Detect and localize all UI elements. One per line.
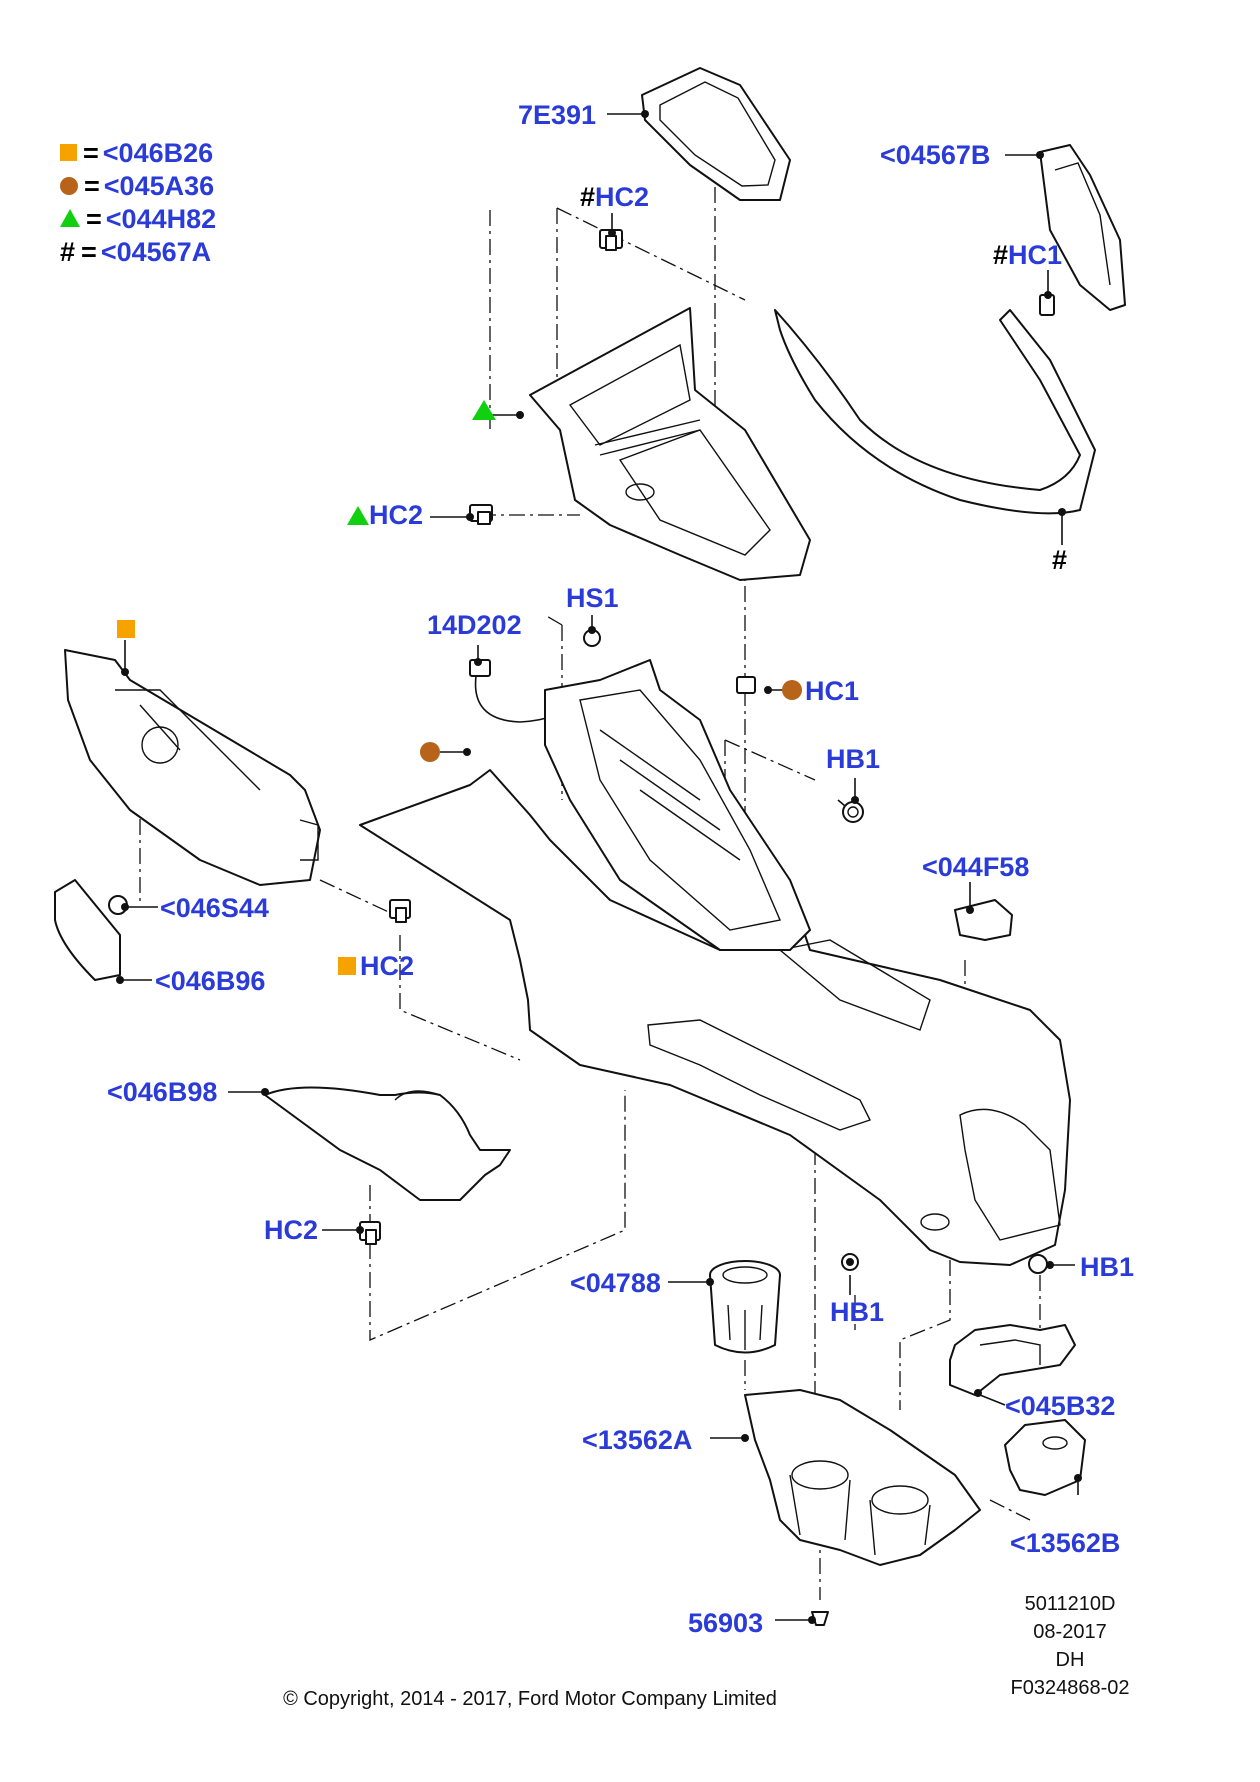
label-04567B: <04567B xyxy=(880,140,991,170)
part-045B32-bracket xyxy=(949,1324,1076,1396)
label-hc1-right: #HC1 xyxy=(993,240,1063,270)
label-hc2-top: #HC2 xyxy=(580,182,650,212)
label-56903: 56903 xyxy=(688,1608,764,1638)
label-hb1-upper: HB1 xyxy=(826,744,881,774)
label-046B98: <046B98 xyxy=(107,1077,218,1107)
legend-row-hash: #=<04567A xyxy=(60,237,212,267)
figure-id: F0324868-02 xyxy=(1010,1677,1130,1699)
label-13562B: <13562B xyxy=(1010,1528,1121,1558)
label-hs1: HS1 xyxy=(566,583,619,613)
legend-code: <044H82 xyxy=(105,204,217,234)
label-13562A: <13562A xyxy=(582,1425,693,1455)
part-044F58-cover xyxy=(954,899,1013,941)
hash-symbol: # xyxy=(60,237,76,267)
clip-hc2-triangle xyxy=(469,504,493,525)
part-13562B-cover xyxy=(1004,1419,1086,1496)
part-main-console xyxy=(359,769,1071,1266)
document-number: 5011210D xyxy=(1024,1593,1116,1615)
brown-circle-icon xyxy=(60,177,78,195)
label-04788: <04788 xyxy=(570,1268,661,1298)
brown-circle-icon xyxy=(782,680,802,700)
part-046B98-panel xyxy=(264,1086,511,1201)
label-hb1-mid: HB1 xyxy=(830,1297,885,1327)
legend-row-square: =<046B26 xyxy=(60,138,213,168)
label-046S44: <046S44 xyxy=(160,893,269,923)
label-hc2-lower: HC2 xyxy=(264,1215,319,1245)
part-13562A-cup-tray xyxy=(744,1389,981,1566)
brown-circle-icon xyxy=(420,742,440,762)
orange-square-icon xyxy=(60,144,77,161)
label-7E391: 7E391 xyxy=(518,100,597,130)
label-hc2-triangle: HC2 xyxy=(369,500,424,530)
label-044F58: <044F58 xyxy=(922,852,1030,882)
document-date: 08-2017 xyxy=(1033,1621,1107,1643)
copyright-notice: © Copyright, 2014 - 2017, Ford Motor Com… xyxy=(283,1688,777,1710)
label-hb1-right: HB1 xyxy=(1080,1252,1135,1282)
leader-lines xyxy=(116,110,1082,1624)
clip-hc1-circle xyxy=(736,676,756,694)
part-7E391-bezel xyxy=(641,67,791,201)
part-console-bracket xyxy=(544,659,811,951)
part-046B96-plug xyxy=(54,879,121,981)
part-04567B-trim xyxy=(1039,144,1126,311)
green-triangle-icon xyxy=(60,209,80,227)
legend-code: <045A36 xyxy=(103,171,215,201)
clip-hc2-top xyxy=(599,229,623,251)
label-14D202: 14D202 xyxy=(427,610,522,640)
label-hash-bottom: # xyxy=(1052,545,1068,575)
label-hc1-circle: HC1 xyxy=(805,676,860,706)
part-symbols xyxy=(117,400,802,975)
label-045B32: <045B32 xyxy=(1005,1391,1116,1421)
green-triangle-icon xyxy=(472,400,496,420)
orange-square-icon xyxy=(117,620,135,638)
part-left-side-panel xyxy=(64,649,321,886)
part-side-trim-long xyxy=(774,309,1096,515)
part-upper-shifter-trim xyxy=(529,307,811,581)
clip-hc2-square xyxy=(389,899,411,923)
legend-code: <046B26 xyxy=(102,138,214,168)
clip-hc2-lower xyxy=(359,1221,381,1245)
label-hc2-square: HC2 xyxy=(360,951,415,981)
part-04788-cup-insert xyxy=(709,1260,781,1354)
bolt-hb1-right xyxy=(1028,1254,1048,1274)
bolt-hb1-upper xyxy=(837,799,864,823)
legend-row-circle: =<045A36 xyxy=(60,171,214,201)
legend-code: <04567A xyxy=(100,237,212,267)
legend-row-triangle: =<044H82 xyxy=(60,204,216,234)
green-triangle-icon xyxy=(347,506,369,525)
label-046B96: <046B96 xyxy=(155,966,266,996)
orange-square-icon xyxy=(338,957,356,975)
document-initials: DH xyxy=(1055,1649,1085,1671)
